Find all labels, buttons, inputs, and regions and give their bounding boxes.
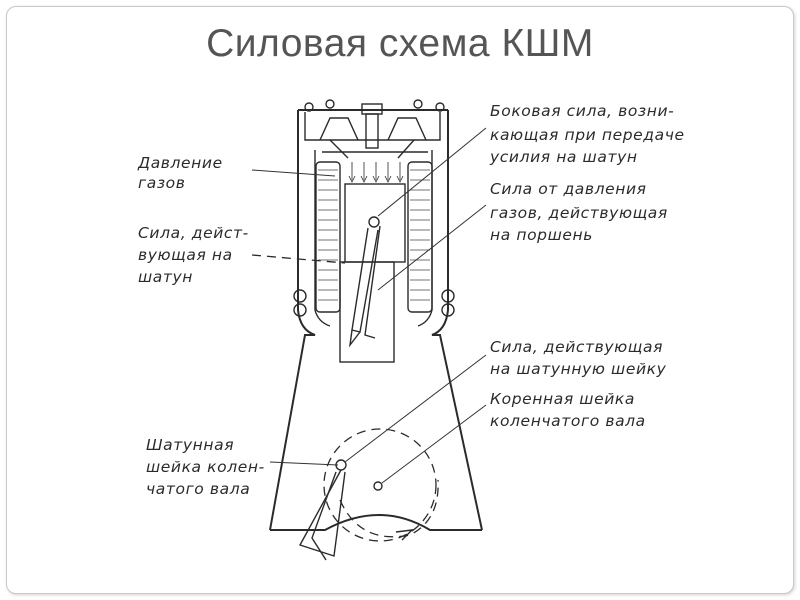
water-jacket-left — [315, 161, 341, 313]
svg-text:шатун: шатун — [138, 268, 193, 286]
gas-pressure-arrows — [348, 162, 404, 183]
svg-text:Давление: Давление — [137, 154, 223, 172]
svg-text:газов: газов — [138, 174, 186, 192]
svg-text:на шатунную шейку: на шатунную шейку — [490, 360, 667, 378]
label-crankpin: Шатунная шейка колен- чатого вала — [146, 436, 265, 498]
svg-text:Сила, действующая: Сила, действующая — [490, 338, 663, 356]
svg-text:Сила, дейст-: Сила, дейст- — [138, 224, 249, 242]
svg-text:кающая при передаче: кающая при передаче — [490, 126, 685, 144]
svg-text:усилия на шатун: усилия на шатун — [489, 148, 638, 166]
svg-text:Коренная шейка: Коренная шейка — [490, 390, 635, 408]
label-main-journal: Коренная шейка коленчатого вала — [490, 390, 646, 430]
side-bolts — [293, 289, 455, 317]
slide-frame — [6, 6, 794, 594]
svg-text:коленчатого вала: коленчатого вала — [490, 412, 646, 430]
label-piston-force: Сила от давления газов, действующая на п… — [490, 180, 668, 244]
svg-text:Сила от давления: Сила от давления — [490, 180, 647, 198]
svg-text:газов, действующая: газов, действующая — [490, 204, 668, 222]
svg-text:Шатунная: Шатунная — [146, 436, 234, 454]
force-vectors — [348, 216, 381, 348]
label-crankpin-force: Сила, действующая на шатунную шейку — [490, 338, 667, 378]
svg-text:Боковая сила, возни-: Боковая сила, возни- — [490, 102, 674, 120]
crankshaft — [298, 428, 439, 561]
leader-lines — [251, 127, 487, 484]
label-side-force: Боковая сила, возни- кающая при передаче… — [489, 102, 685, 166]
label-gas-pressure: Давление газов — [137, 154, 223, 192]
cylinder-head — [304, 99, 445, 159]
svg-text:вующая на: вующая на — [138, 246, 233, 264]
svg-text:на поршень: на поршень — [490, 226, 593, 244]
svg-text:шейка колен-: шейка колен- — [146, 458, 265, 476]
svg-text:чатого вала: чатого вала — [146, 480, 250, 498]
piston — [339, 183, 406, 363]
label-rod-force: Сила, дейст- вующая на шатун — [138, 224, 249, 286]
slide-title: Силовая схема КШМ — [206, 22, 594, 65]
water-jacket-right — [407, 161, 433, 313]
